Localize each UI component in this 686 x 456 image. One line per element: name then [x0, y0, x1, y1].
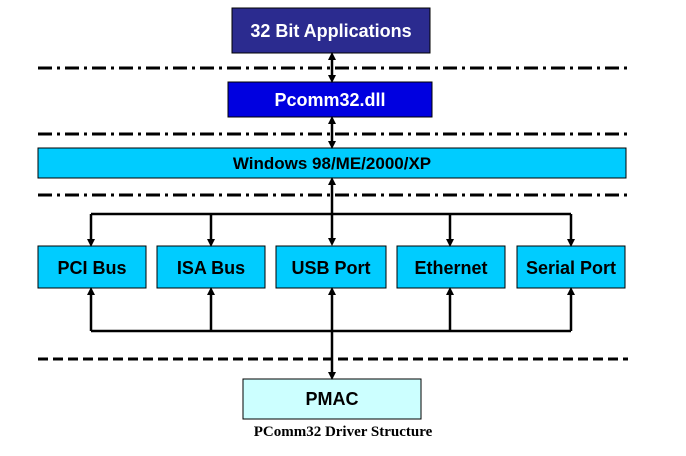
- usb-port-box: [275, 245, 387, 289]
- pci-bus-label: PCI Bus: [57, 258, 126, 278]
- applications-label: 32 Bit Applications: [250, 21, 411, 41]
- os-box: [37, 147, 627, 179]
- pmac-box: [242, 378, 422, 420]
- ethernet-box: [396, 245, 506, 289]
- bus-group: PCI Bus ISA Bus USB Port Ethernet Serial Por…: [37, 245, 626, 289]
- pmac-label: PMAC: [306, 389, 359, 409]
- serial-port-label: Serial Port: [526, 258, 616, 278]
- usb-port-label: USB Port: [291, 258, 370, 278]
- pci-bus-box: [37, 245, 147, 289]
- diagram-caption: PComm32 Driver Structure: [253, 424, 433, 440]
- serial-port-box: [516, 245, 626, 289]
- ethernet-label: Ethernet: [414, 258, 487, 278]
- applications-box: [231, 7, 431, 54]
- dll-label: Pcomm32.dll: [274, 90, 385, 110]
- os-label: Windows 98/ME/2000/XP: [233, 154, 431, 173]
- bus-arrows: [87, 214, 575, 331]
- isa-bus-label: ISA Bus: [177, 258, 245, 278]
